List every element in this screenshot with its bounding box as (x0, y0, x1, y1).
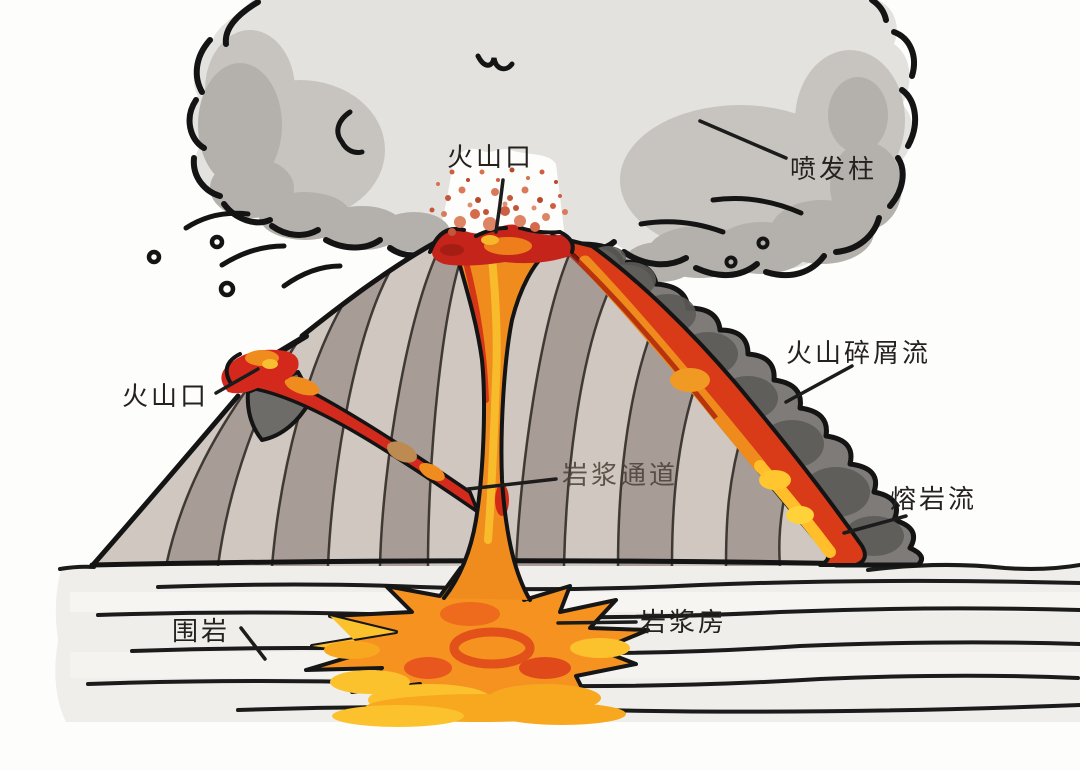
leader-country-rock (239, 626, 267, 661)
leader-magma-conduit (466, 477, 558, 491)
ejecta-spray (429, 167, 568, 236)
diagram-labels: 火山口 喷发柱 火山口 火山碎屑流 熔岩流 岩浆通道 围岩 岩浆房 (122, 143, 977, 647)
magma-conduit (442, 250, 550, 602)
label-country-rock: 围岩 (172, 617, 230, 647)
volcano-cone (89, 231, 871, 569)
label-magma-chamber: 岩浆房 (640, 608, 727, 638)
conduit-outline (442, 250, 550, 602)
leader-lines (214, 119, 908, 661)
label-summit-crater: 火山口 (447, 143, 534, 173)
label-magma-conduit: 岩浆通道 (562, 461, 678, 491)
cloud-outline (186, 0, 919, 279)
eruption-cloud (186, 0, 919, 282)
leader-lava-flow (842, 514, 908, 535)
side-vent-dike (221, 333, 480, 514)
summit-crater (428, 224, 575, 266)
leader-summit-crater (494, 178, 505, 234)
label-lava-flow: 熔岩流 (890, 485, 977, 515)
leader-magma-chamber (556, 620, 638, 625)
lava-flow (550, 234, 867, 567)
side-vent-lava (221, 349, 299, 394)
label-side-crater: 火山口 (122, 382, 209, 412)
label-eruption-column: 喷发柱 (790, 155, 877, 185)
volcanic-bombs (146, 196, 804, 298)
leader-eruption-column (698, 119, 788, 160)
magma-chamber (304, 564, 650, 727)
label-pyroclastic-flow: 火山碎屑流 (786, 339, 931, 369)
leader-side-crater (214, 367, 260, 395)
leader-pyroclastic-flow (784, 364, 854, 404)
